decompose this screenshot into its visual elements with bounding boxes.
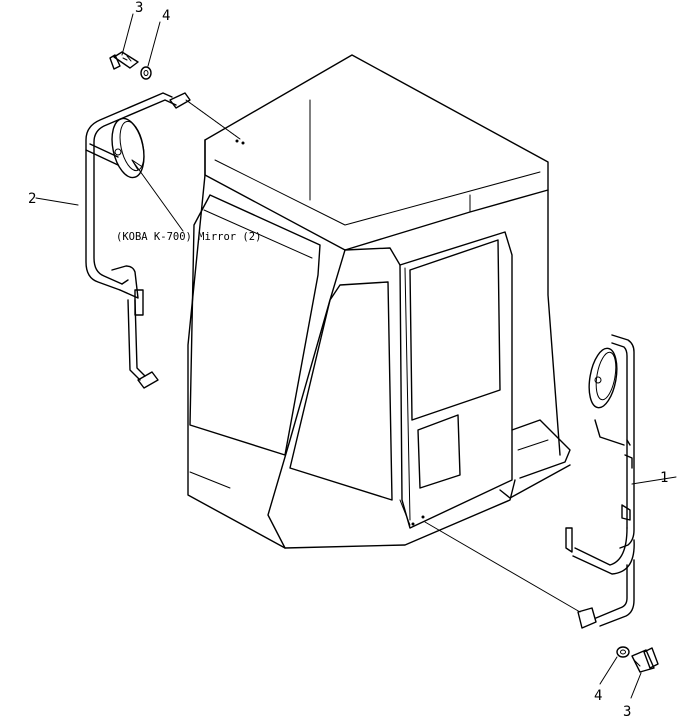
callout-top-washer: 4 — [162, 8, 170, 24]
mirror-caption: (KOBA K-700) Mirror (2) — [116, 231, 261, 243]
leader-lines — [35, 13, 677, 699]
callout-bottom-washer: 4 — [594, 688, 602, 704]
bottom-washer-icon — [616, 646, 630, 658]
callout-part-2: 2 — [28, 191, 36, 207]
right-mirror-head — [588, 347, 618, 409]
left-mirror-head — [111, 117, 145, 179]
right-mirror-stay — [565, 334, 635, 629]
top-washer-icon — [140, 66, 152, 80]
callout-part-1: 1 — [660, 470, 668, 486]
top-bolt-icon — [109, 51, 139, 70]
left-mirror-stay — [85, 92, 191, 389]
callout-top-bolt: 3 — [135, 0, 143, 16]
bottom-bolt-icon — [631, 647, 659, 673]
cab-body — [187, 54, 571, 549]
callout-bottom-bolt: 3 — [623, 704, 631, 718]
